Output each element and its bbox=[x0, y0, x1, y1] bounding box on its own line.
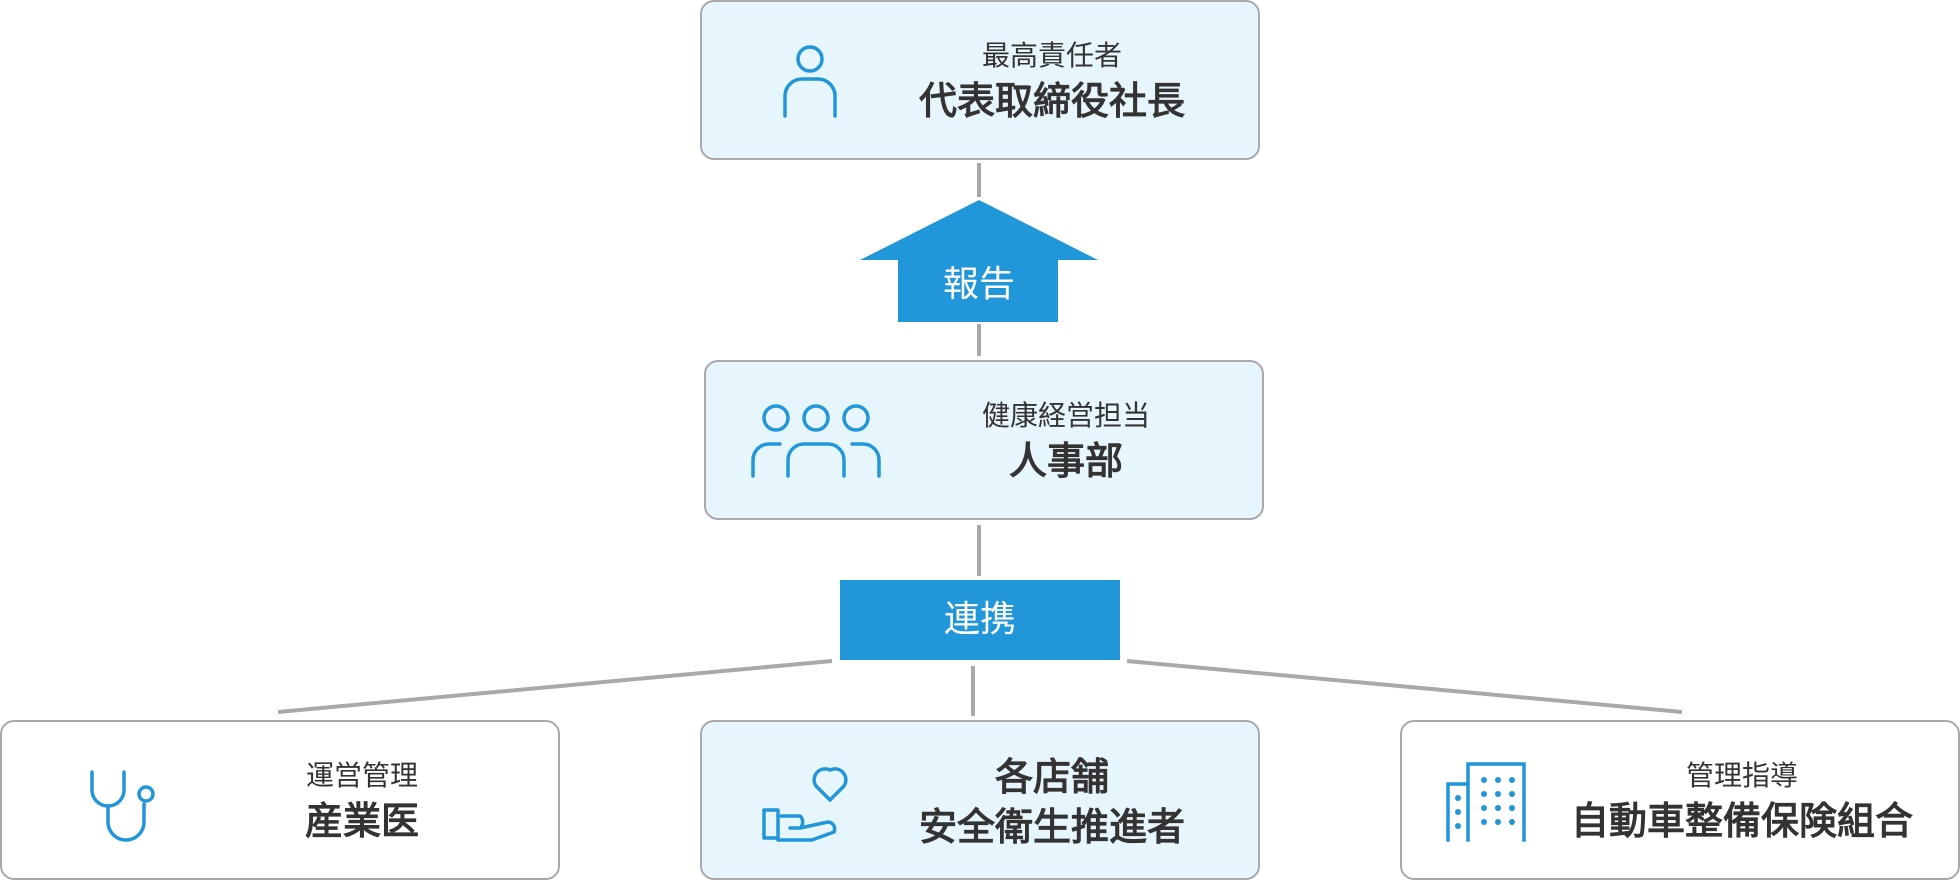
connector-collab-to-right bbox=[1126, 659, 1683, 714]
report-arrow bbox=[858, 200, 1100, 322]
middle-hr-box: 健康経営担当 人事部 bbox=[704, 360, 1264, 520]
safety-promoter-text: 各店舗 安全衛生推進者 bbox=[872, 752, 1232, 852]
person-icon bbox=[782, 44, 838, 120]
middle-hr-name: 人事部 bbox=[1008, 439, 1123, 483]
collaboration-label: 連携 bbox=[840, 580, 1120, 660]
heart-hand-icon bbox=[762, 762, 852, 842]
middle-hr-role: 健康経営担当 bbox=[981, 399, 1150, 432]
industrial-physician-box: 運営管理 産業医 bbox=[0, 720, 560, 880]
top-executive-role: 最高責任者 bbox=[981, 39, 1122, 72]
group-icon bbox=[750, 404, 882, 480]
stethoscope-icon bbox=[86, 770, 158, 844]
safety-promoter-box: 各店舗 安全衛生推進者 bbox=[700, 720, 1260, 880]
industrial-physician-name: 産業医 bbox=[304, 799, 419, 843]
report-arrow-label: 報告 bbox=[942, 264, 1015, 305]
insurance-union-text: 管理指導 自動車整備保険組合 bbox=[1542, 756, 1942, 846]
top-executive-text: 最高責任者 代表取締役社長 bbox=[882, 36, 1222, 126]
top-executive-name: 代表取締役社長 bbox=[918, 79, 1185, 123]
industrial-physician-role: 運営管理 bbox=[305, 759, 418, 792]
insurance-union-role: 管理指導 bbox=[1685, 759, 1798, 792]
industrial-physician-text: 運営管理 産業医 bbox=[202, 756, 522, 846]
safety-promoter-name-line2: 安全衛生推進者 bbox=[918, 805, 1185, 849]
building-icon bbox=[1446, 762, 1526, 842]
safety-promoter-name: 各店舗 bbox=[994, 755, 1109, 799]
connector-collab-to-left bbox=[277, 659, 833, 714]
middle-hr-text: 健康経営担当 人事部 bbox=[906, 396, 1226, 486]
insurance-union-name: 自動車整備保険組合 bbox=[1570, 799, 1913, 843]
insurance-union-box: 管理指導 自動車整備保険組合 bbox=[1400, 720, 1960, 880]
top-executive-box: 最高責任者 代表取締役社長 bbox=[700, 0, 1260, 160]
